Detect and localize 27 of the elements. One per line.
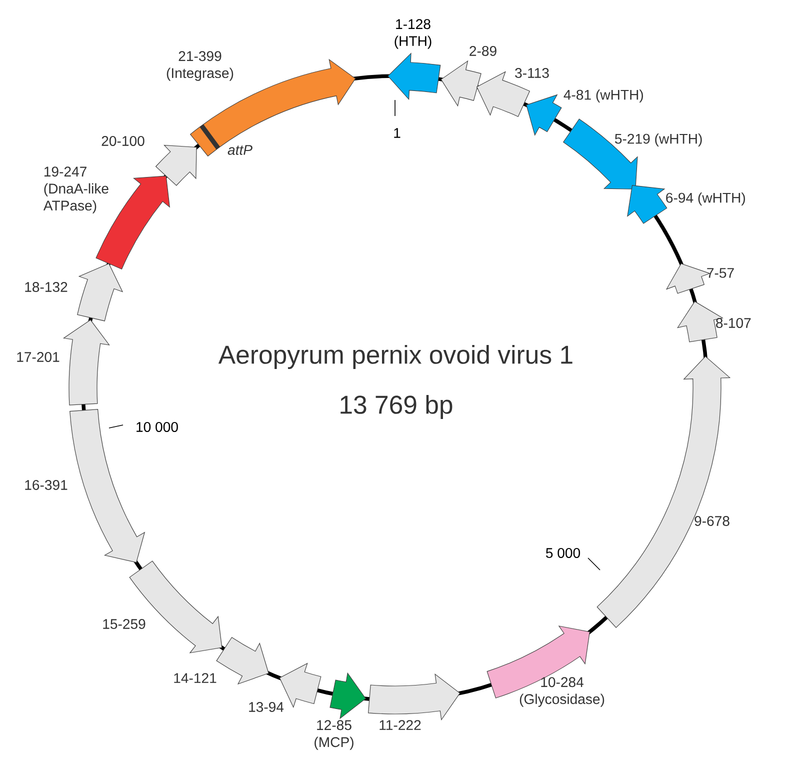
gene-label: 12-85 (MCP) bbox=[314, 720, 354, 750]
site-label: attP bbox=[228, 145, 252, 155]
gene-label: 5-219 (wHTH) bbox=[614, 133, 702, 147]
gene-label: 8-107 bbox=[716, 318, 751, 328]
gene-label: 20-100 bbox=[102, 136, 144, 146]
gene-label: 18-132 bbox=[25, 282, 68, 292]
gene-label: 4-81 (wHTH) bbox=[564, 89, 643, 103]
gene-label: 10-284 (Glycosidase) bbox=[520, 677, 604, 707]
gene-label: 14-121 bbox=[174, 673, 216, 683]
gene-label: 15-259 bbox=[103, 619, 146, 629]
gene-label: 17-201 bbox=[17, 352, 60, 362]
gene-label: 13-94 bbox=[249, 702, 284, 712]
position-label: 1 bbox=[394, 128, 400, 138]
gene-label: 6-94 (wHTH) bbox=[666, 192, 745, 206]
title: Aeropyrum pernix ovoid virus 1 bbox=[218, 344, 572, 369]
gene-label: 19-247 (DnaA-like ATPase) bbox=[43, 166, 108, 214]
gene-label: 2-89 bbox=[470, 46, 496, 56]
position-label: 5 000 bbox=[546, 548, 580, 558]
gene-label: 11-222 bbox=[380, 720, 421, 730]
genome-size: 13 769 bp bbox=[340, 394, 452, 419]
gene-label: 7-57 bbox=[707, 268, 734, 278]
gene-label: 3-113 bbox=[515, 68, 549, 78]
gene-label: 1-128 (HTH) bbox=[394, 19, 432, 49]
position-label: 10 000 bbox=[136, 422, 178, 432]
gene-label: 9-678 bbox=[694, 516, 730, 526]
gene-label: 16-391 bbox=[25, 480, 68, 490]
gene-label: 21-399 (Integrase) bbox=[166, 51, 234, 81]
